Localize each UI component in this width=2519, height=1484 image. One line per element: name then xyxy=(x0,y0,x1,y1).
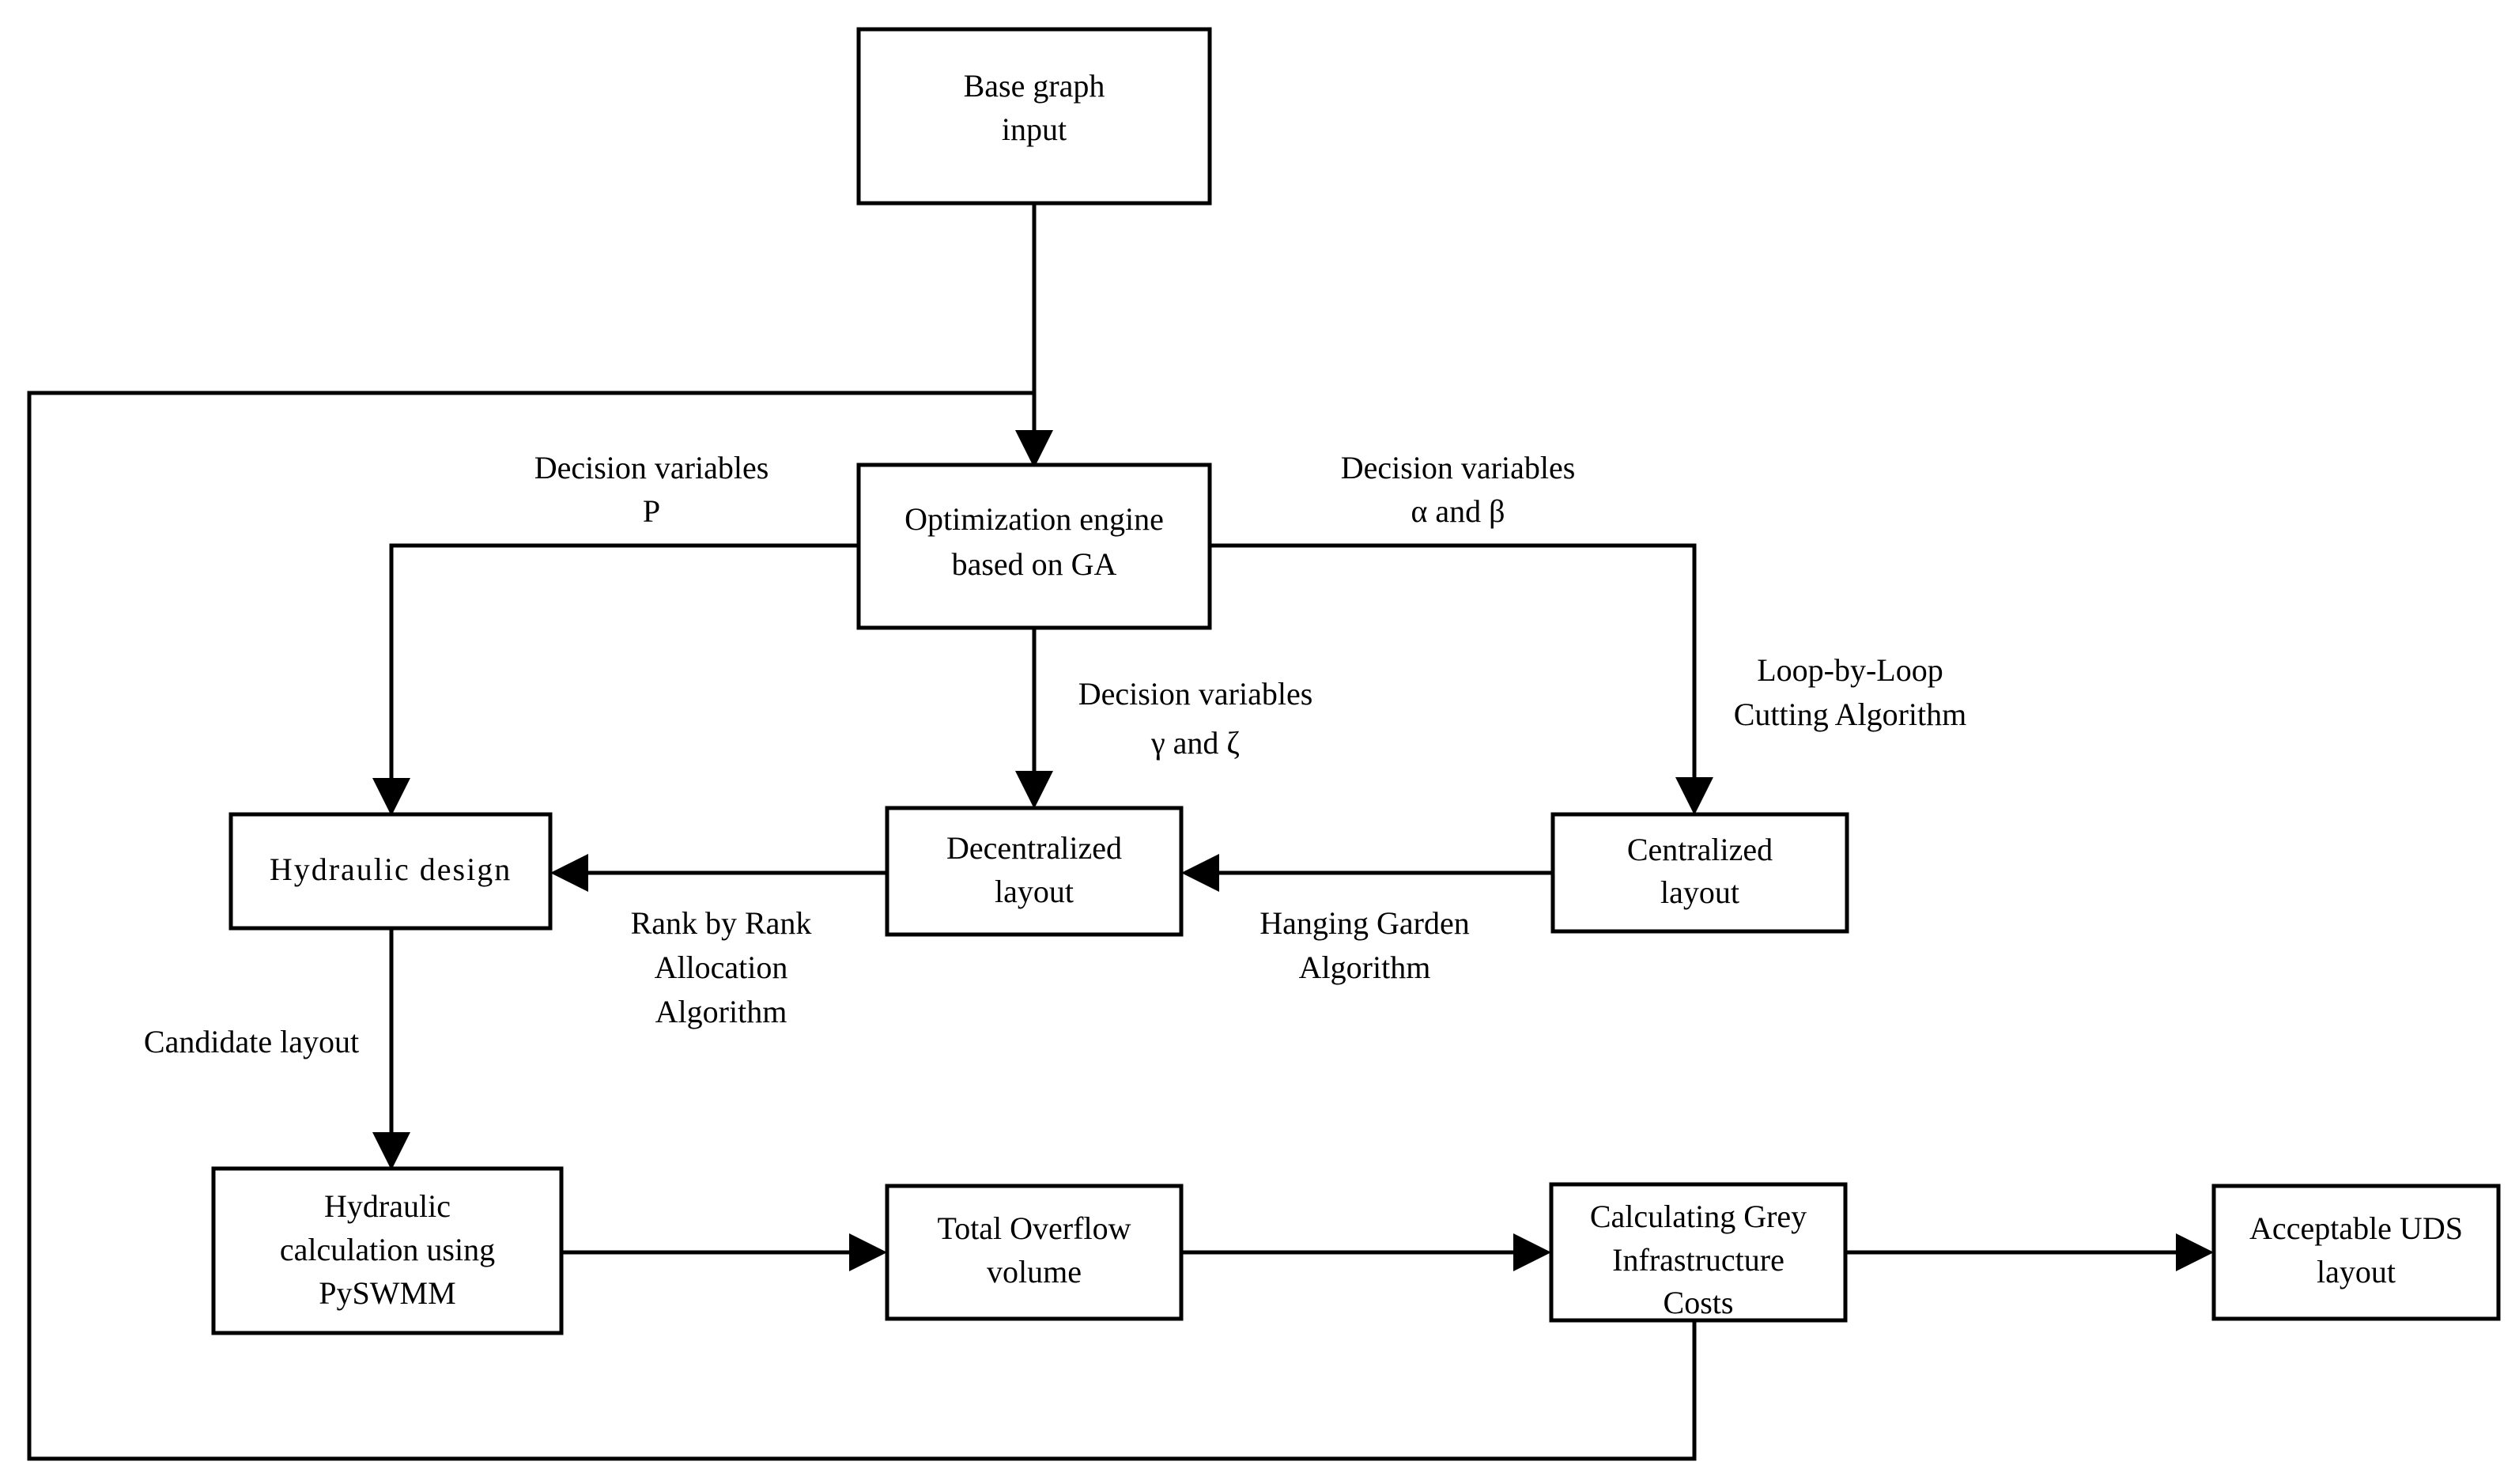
arrow-head-icon xyxy=(1015,771,1053,809)
edge-label-line2: γ and ζ xyxy=(1150,725,1240,761)
edge-label-decision-variables-p: Decision variables P xyxy=(534,450,769,529)
node-label-line2: Infrastructure xyxy=(1612,1242,1784,1278)
node-hydraulic-calculation-pyswmm[interactable]: Hydraulic calculation using PySWMM xyxy=(211,1166,564,1335)
node-box[interactable] xyxy=(856,27,1212,206)
connector-optimization-to-centralized xyxy=(1210,543,1713,815)
node-label-line1: Hydraulic xyxy=(324,1188,451,1224)
connector-overflow-to-costs xyxy=(1181,1233,1551,1271)
connector-optimization-to-decentralized xyxy=(1015,628,1053,809)
node-label-line2: calculation using xyxy=(280,1232,495,1267)
node-base-graph-input[interactable]: Base graph input xyxy=(856,27,1212,206)
node-label-line1: Decentralized xyxy=(946,830,1122,866)
edge-label-decision-variables-gamma-zeta: Decision variables γ and ζ xyxy=(1078,676,1313,761)
edge-label-candidate-layout: Candidate layout xyxy=(144,1024,359,1059)
node-total-overflow-volume[interactable]: Total Overflow volume xyxy=(885,1184,1184,1321)
connector-centralized-to-decentralized xyxy=(1181,854,1553,892)
node-box[interactable] xyxy=(1550,812,1849,934)
node-label-line2: volume xyxy=(987,1254,1082,1290)
node-box[interactable] xyxy=(211,1166,564,1335)
edge-label-line1: Decision variables xyxy=(1341,450,1576,485)
edge-label-line1: Decision variables xyxy=(534,450,769,485)
edge-label-rank-by-rank-allocation-algorithm: Rank by Rank Allocation Algorithm xyxy=(631,905,812,1029)
connector-costs-feedback-to-optimization xyxy=(27,391,1697,1461)
edge-label-line2: Allocation xyxy=(655,950,788,985)
edge-label-line2: Cutting Algorithm xyxy=(1734,697,1966,732)
edge-label-loop-by-loop-cutting-algorithm: Loop-by-Loop Cutting Algorithm xyxy=(1734,652,1966,732)
node-box[interactable] xyxy=(1549,1182,1848,1323)
connector-costs-to-acceptable-layout xyxy=(1845,1233,2214,1271)
node-box[interactable] xyxy=(885,806,1184,937)
connector-hydraulic-design-to-calculation xyxy=(372,928,410,1170)
node-calculating-grey-infrastructure-costs[interactable]: Calculating Grey Infrastructure Costs xyxy=(1549,1182,1848,1323)
node-hydraulic-design[interactable]: Hydraulic design xyxy=(228,812,553,931)
edge-label-line2: P xyxy=(643,493,660,529)
arrow-head-icon xyxy=(372,1132,410,1170)
node-box[interactable] xyxy=(228,812,553,931)
node-centralized-layout[interactable]: Centralized layout xyxy=(1550,812,1849,934)
node-label-line1: Base graph xyxy=(964,68,1105,104)
connector-optimization-to-hydraulic-design xyxy=(372,543,859,816)
connector-calculation-to-overflow xyxy=(561,1233,887,1271)
node-optimization-engine[interactable]: Optimization engine based on GA xyxy=(856,463,1212,630)
arrow-head-icon xyxy=(1015,430,1053,468)
edge-label-hanging-garden-algorithm: Hanging Garden Algorithm xyxy=(1260,905,1469,985)
node-decentralized-layout[interactable]: Decentralized layout xyxy=(885,806,1184,937)
node-label-line2: layout xyxy=(2317,1254,2396,1290)
node-label-line1: Hydraulic design xyxy=(270,852,512,887)
edge-label-line1: Hanging Garden xyxy=(1260,905,1469,941)
edge-label-line1: Rank by Rank xyxy=(631,905,812,941)
edge-label-decision-variables-alpha-beta: Decision variables α and β xyxy=(1341,450,1576,529)
node-box[interactable] xyxy=(2211,1184,2501,1321)
node-acceptable-uds-layout[interactable]: Acceptable UDS layout xyxy=(2211,1184,2501,1321)
connector-base-graph-to-optimization xyxy=(1015,203,1053,468)
node-label-line1: Optimization engine xyxy=(904,501,1164,537)
edge-label-line1: Candidate layout xyxy=(144,1024,359,1059)
arrow-head-icon xyxy=(1181,854,1219,892)
arrow-head-icon xyxy=(550,854,588,892)
edge-label-line2: Algorithm xyxy=(1299,950,1431,985)
node-label-line1: Calculating Grey xyxy=(1590,1199,1807,1234)
edge-label-line1: Loop-by-Loop xyxy=(1757,652,1943,688)
node-label-line2: layout xyxy=(995,874,1074,909)
edge-label-line2: α and β xyxy=(1411,493,1505,529)
connector-decentralized-to-hydraulic-design xyxy=(550,854,887,892)
arrow-head-icon xyxy=(849,1233,887,1271)
arrow-head-icon xyxy=(2176,1233,2214,1271)
node-label-line2: based on GA xyxy=(952,546,1117,582)
node-label-line1: Centralized xyxy=(1627,832,1773,867)
arrow-head-icon xyxy=(1675,777,1713,815)
arrow-head-icon xyxy=(1513,1233,1551,1271)
edge-label-line3: Algorithm xyxy=(655,994,787,1029)
edge-label-line1: Decision variables xyxy=(1078,676,1313,712)
arrow-head-icon xyxy=(372,778,410,816)
node-label-line1: Total Overflow xyxy=(938,1210,1131,1246)
node-label-line2: layout xyxy=(1660,874,1739,910)
node-box[interactable] xyxy=(885,1184,1184,1321)
node-label-line1: Acceptable UDS xyxy=(2249,1210,2463,1246)
node-box[interactable] xyxy=(856,463,1212,630)
node-label-line3: PySWMM xyxy=(319,1275,455,1311)
node-label-line3: Costs xyxy=(1664,1285,1734,1320)
node-label-line2: input xyxy=(1002,111,1067,147)
